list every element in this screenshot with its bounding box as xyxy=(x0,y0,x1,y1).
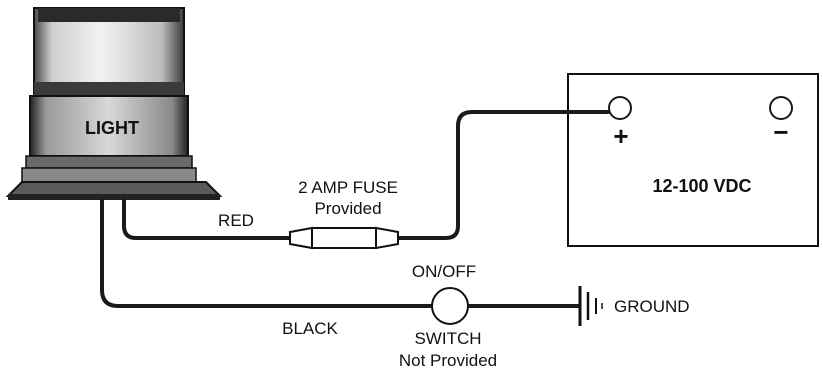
positive-terminal xyxy=(608,96,632,120)
black-wire-label: BLACK xyxy=(282,319,338,338)
fuse-label-line2: Provided xyxy=(314,199,381,218)
fuse-left-cap xyxy=(289,226,313,250)
switch-note-label: Not Provided xyxy=(399,351,497,370)
fuse-right-cap xyxy=(375,226,399,250)
switch-top-label: ON/OFF xyxy=(412,262,476,281)
light-base xyxy=(5,181,223,197)
power-supply: + − 12-100 VDC xyxy=(567,73,819,247)
light-fixture: LIGHT xyxy=(5,7,223,200)
light-base-edge xyxy=(8,194,220,200)
light-label-band xyxy=(29,95,189,157)
fuse-label-line1: 2 AMP FUSE xyxy=(298,178,398,197)
black-wire xyxy=(100,198,434,308)
light-dome xyxy=(33,7,185,95)
fuse xyxy=(289,226,399,250)
positive-sign: + xyxy=(613,121,628,151)
supply-voltage-label: 12-100 VDC xyxy=(652,176,751,196)
light-dome-bottom-band xyxy=(34,82,184,96)
light-ring-2 xyxy=(21,167,197,183)
red-wire xyxy=(122,198,292,240)
switch-symbol xyxy=(431,287,469,325)
light-label: LIGHT xyxy=(85,118,139,138)
red-wire-to-supply xyxy=(396,110,610,240)
red-wire-label: RED xyxy=(218,211,254,230)
light-ring-1 xyxy=(25,155,193,169)
light-dome-top-band xyxy=(38,8,180,22)
negative-terminal xyxy=(769,96,793,120)
switch-bottom-label: SWITCH xyxy=(414,329,481,348)
ground-symbol xyxy=(578,286,603,326)
ground-label: GROUND xyxy=(614,297,690,316)
fuse-body xyxy=(311,227,377,249)
negative-sign: − xyxy=(773,117,788,147)
power-supply-box xyxy=(567,73,819,247)
